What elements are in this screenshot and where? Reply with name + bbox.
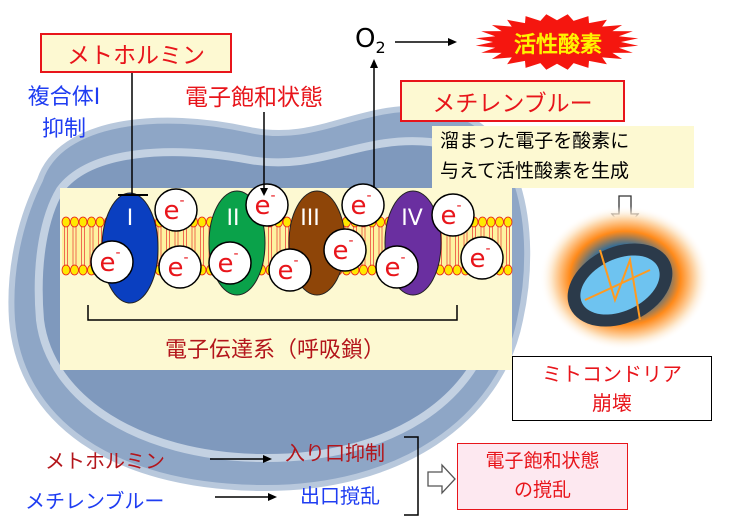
lipid-head [495,216,504,228]
lipid-head [61,216,71,228]
methylene-blue-box: メチレンブルー [400,80,625,122]
mito-collapse-line-1: ミトコンドリア [542,362,682,386]
electron: e- [158,245,202,289]
lipid-head [78,264,88,276]
oxygen-subscript: 2 [375,38,386,58]
summary-bracket [404,436,419,516]
ros-burst-shape [475,14,639,70]
electron-symbol: e- [217,246,238,279]
electron: e- [268,248,312,292]
electron: e- [341,183,385,227]
lipid-head [95,216,105,228]
lipid-head [367,264,377,276]
lipid-head [359,264,368,276]
electron-symbol: e- [384,250,405,283]
electron: e- [154,188,198,232]
metformin-box: メトホルミン [40,33,232,73]
mito-collapse-line-2: 崩壊 [592,391,632,415]
complex-1-label: I [127,206,134,231]
oxygen-symbol: O [355,24,376,54]
electron-symbol: e- [167,250,188,283]
electron-symbol: e- [469,241,490,274]
result-line-1: 電子飽和状態 [485,450,600,472]
lipid-head [503,216,513,228]
mito-collapse-box: ミトコンドリア崩壊 [512,356,712,421]
lipid-tail [370,227,374,265]
lipid-tail [506,227,510,265]
electron-symbol: e- [332,233,353,266]
lipid-head [503,264,513,276]
electron: e- [245,183,289,227]
electron: e- [460,236,504,280]
lipid-tail [81,227,85,265]
complex-2-label: II [227,206,240,231]
electron-symbol: e- [254,188,275,221]
lipid-head [452,264,462,276]
lipid-head [70,216,79,228]
lipid-head [478,216,487,228]
lipid-head [197,216,207,228]
lipid-head [70,264,79,276]
complex-4-label: IV [401,206,423,231]
lipid-head [282,216,292,228]
note-line-1: 溜まった電子を酸素に [440,130,630,152]
lipid-tail [72,227,77,265]
electron-symbol: e- [163,193,184,226]
lipid-head [444,264,453,276]
summary-entry-inhibition: 入り口抑制 [285,441,385,465]
ros-burst-label: 活性酸素 [513,33,602,58]
electron-symbol: e- [99,245,120,278]
electron: e- [90,240,134,284]
electron-symbol: e- [350,188,371,221]
lipid-tail [64,227,68,265]
electron-symbol: e- [440,198,461,231]
complex-3-label: III [300,206,319,231]
result-line-2: の撹乱 [513,479,571,501]
result-box: 電子飽和状態の撹乱 [457,443,628,510]
lipid-head [78,216,88,228]
summary-metformin: メトホルミン [45,449,165,473]
electron-saturation-label: 電子飽和状態 [185,85,323,111]
electron: e- [431,193,475,237]
note-line-2: 与えて活性酸素を生成 [440,160,630,182]
electron-symbol: e- [277,253,298,286]
inhibition-text: 抑制 [41,117,86,142]
oxygen-label: O2 [355,24,386,57]
complex1-text: 複合体I [27,85,101,110]
summary-exit-disruption: 出口撹乱 [300,484,380,508]
etc-label: 電子伝達系（呼吸鎖） [164,338,385,363]
result-hollow-arrow [427,463,456,495]
lipid-tail [200,227,204,265]
complex1-inhibition: 複合体I 抑制 [18,82,110,146]
metformin-label: メトホルミン [67,43,205,69]
note-box: 溜まった電子を酸素に与えて活性酸素を生成 [432,126,694,188]
methylene-blue-label: メチレンブルー [432,91,593,117]
lipid-head [486,216,496,228]
lipid-head [87,216,96,228]
summary-methylene-blue: メチレンブルー [25,489,165,513]
electron: e- [208,241,252,285]
electron: e- [323,228,367,272]
etc-bracket [87,305,458,321]
exploding-mitochondrion-image [540,206,710,350]
electron: e- [375,245,419,289]
lipid-head [61,264,71,276]
